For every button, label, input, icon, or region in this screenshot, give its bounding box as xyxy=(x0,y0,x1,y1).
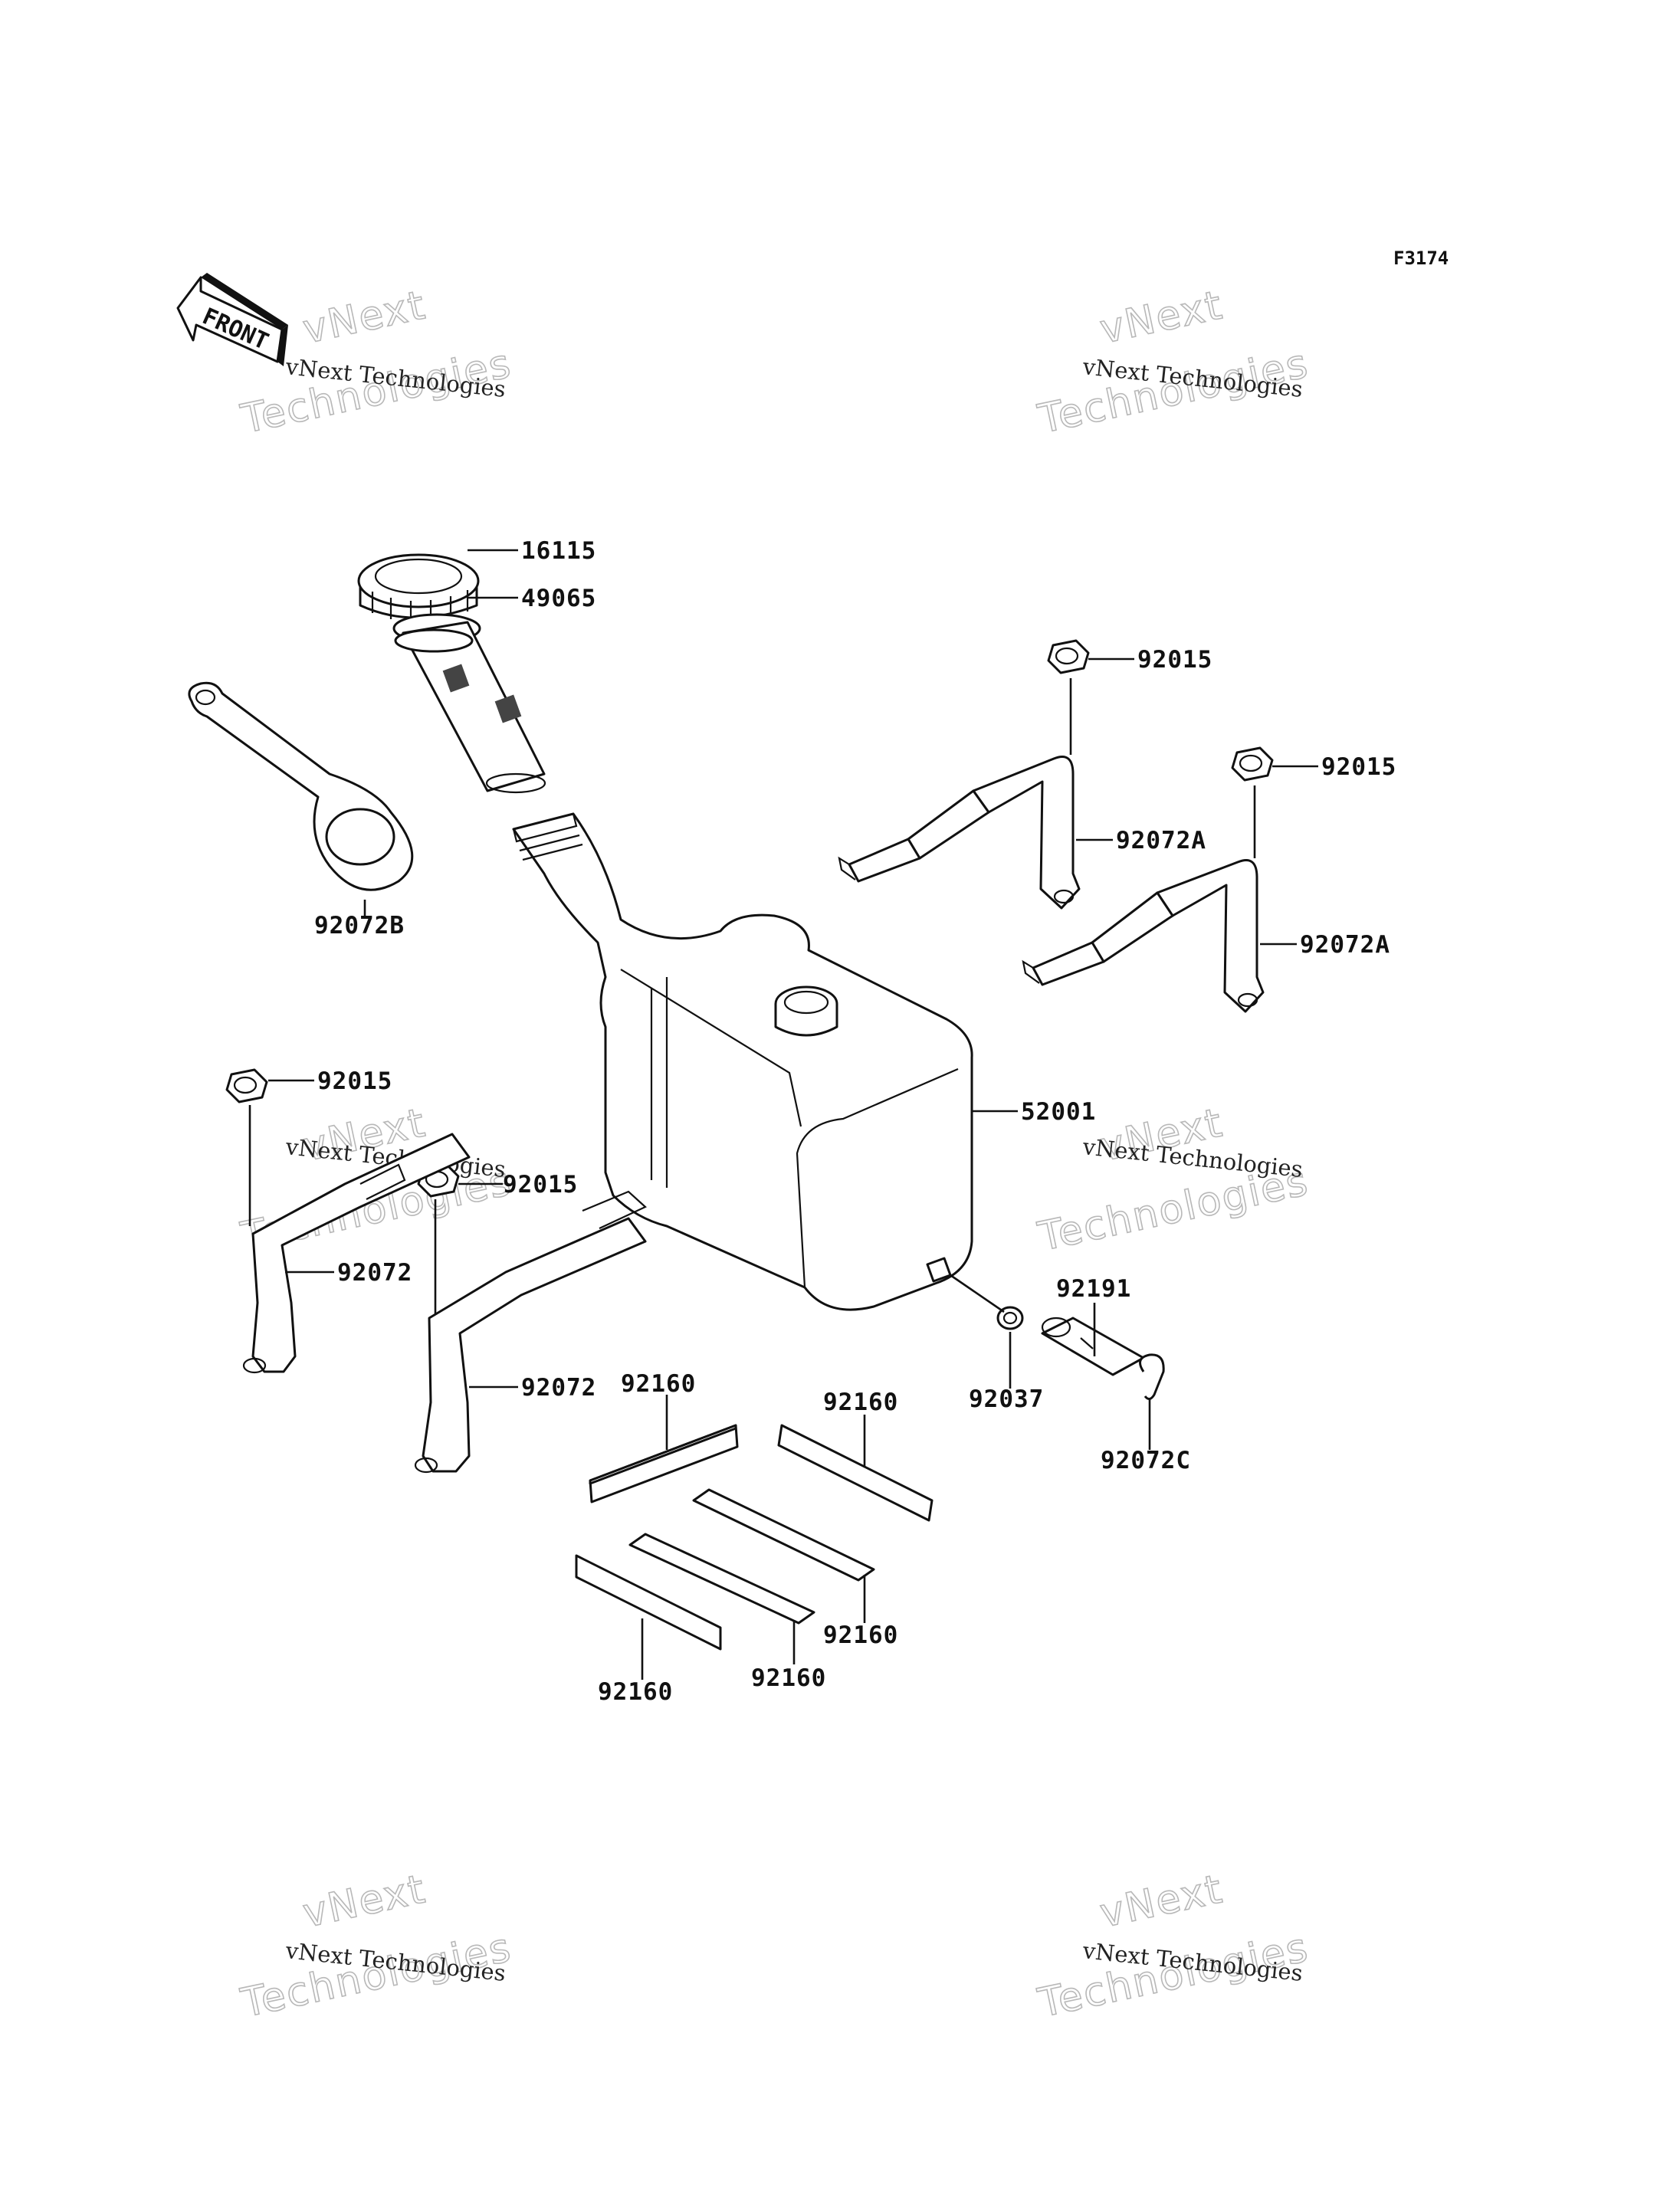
figure-code: F3174 xyxy=(1393,248,1449,269)
pad-top-right xyxy=(777,1424,934,1522)
label-92191: 92191 xyxy=(1056,1275,1131,1303)
watermark-bottom-right: vNext Technologies vNext Technologies xyxy=(1033,1866,1313,2028)
strap-right-upper xyxy=(838,756,1081,910)
label-92160-d: 92160 xyxy=(751,1664,826,1692)
label-92072-a: 92072 xyxy=(337,1259,412,1287)
label-92072-b: 92072 xyxy=(521,1374,596,1402)
watermark-word-vnext: vNext xyxy=(1096,282,1227,353)
gasket-ring xyxy=(188,681,414,891)
label-92160-b: 92160 xyxy=(823,1389,898,1416)
label-92015-b: 92015 xyxy=(1321,753,1396,781)
pad-bottom-left xyxy=(575,1554,722,1651)
label-52001: 52001 xyxy=(1021,1098,1096,1126)
label-92015-c: 92015 xyxy=(317,1067,392,1095)
label-92072a-b: 92072A xyxy=(1300,931,1390,959)
front-arrow-icon: FRONT xyxy=(176,273,288,366)
strap-left-upper xyxy=(242,1133,471,1374)
clamp-small xyxy=(996,1306,1024,1330)
fuel-cap xyxy=(357,553,480,622)
label-92015-d: 92015 xyxy=(503,1171,578,1199)
nut-top-right-upper xyxy=(1047,639,1090,674)
label-92072c: 92072C xyxy=(1101,1447,1191,1474)
pad-top-left xyxy=(589,1424,739,1503)
pad-bottom-mid xyxy=(628,1533,815,1625)
pad-mid xyxy=(692,1488,875,1582)
watermark-top-right: vNext Technologies vNext Technologies xyxy=(1033,282,1313,444)
fuel-tank xyxy=(512,812,973,1311)
label-92160-c: 92160 xyxy=(823,1622,898,1649)
label-92160-a: 92160 xyxy=(621,1370,696,1398)
label-92072a-a: 92072A xyxy=(1116,827,1206,854)
label-92160-e: 92160 xyxy=(598,1678,673,1706)
nut-top-right-lower xyxy=(1231,746,1274,782)
strap-right-lower xyxy=(1022,859,1265,1013)
label-92072b: 92072B xyxy=(314,912,405,939)
label-92037: 92037 xyxy=(969,1385,1044,1413)
label-92015-a: 92015 xyxy=(1137,646,1212,674)
fuel-filter xyxy=(392,613,546,794)
strap-left-lower xyxy=(414,1190,647,1474)
watermark-word-vnext: vNext xyxy=(299,282,430,353)
watermark-word-vnext: vNext xyxy=(299,1866,430,1936)
watermark-word-vnext: vNext xyxy=(1096,1866,1227,1936)
hose-clip xyxy=(1139,1353,1165,1400)
watermark-bottom-left: vNext Technologies vNext Technologies xyxy=(236,1866,516,2028)
label-16115: 16115 xyxy=(521,537,596,565)
fuel-hose xyxy=(1041,1317,1145,1376)
label-49065: 49065 xyxy=(521,585,596,612)
nut-left-upper xyxy=(225,1068,268,1103)
